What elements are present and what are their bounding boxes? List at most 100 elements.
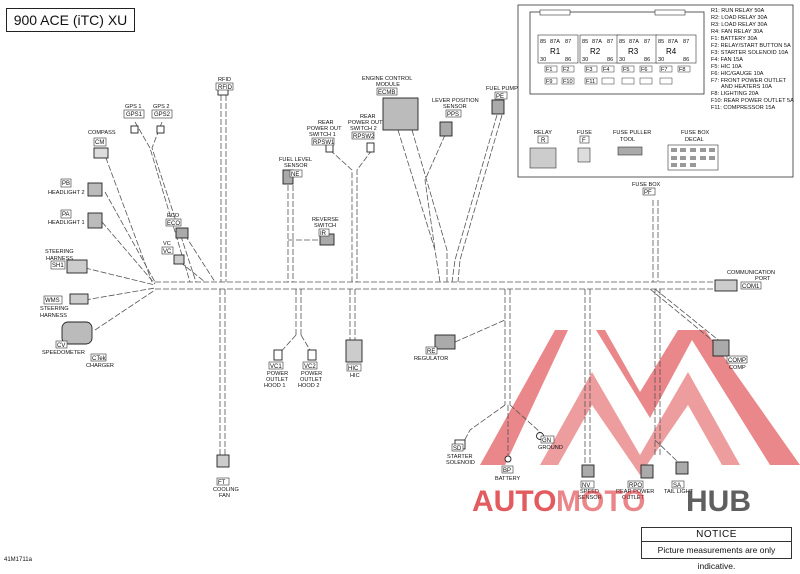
relay-r3: 85 87A 87 R3 30 86 xyxy=(616,34,658,64)
rpsw1-label1: REAR xyxy=(318,120,334,126)
svg-text:87: 87 xyxy=(644,39,650,45)
ground-code: GN xyxy=(542,438,551,444)
svg-text:R1: R1 xyxy=(550,47,561,56)
rpsw2-code: RPSW2 xyxy=(353,134,375,140)
svg-text:87A: 87A xyxy=(629,39,639,45)
svg-text:F6: F6 xyxy=(641,67,648,73)
svg-text:86: 86 xyxy=(644,57,650,63)
watermark-text: AUTO MOTO HUB xyxy=(472,485,751,518)
svg-text:30: 30 xyxy=(658,57,664,63)
svg-text:AND HEATERS 10A: AND HEATERS 10A xyxy=(721,84,772,90)
svg-text:F1: F1 xyxy=(546,67,553,73)
fuelpump-label: FUEL PUMP xyxy=(486,86,518,92)
gps2-connector-icon xyxy=(156,125,165,134)
steering2-connector-icon xyxy=(69,293,89,305)
battery-code: BP xyxy=(503,468,511,474)
speedsensor-label1: SPEED xyxy=(580,489,599,495)
fuse-puller-label2: TOOL xyxy=(620,137,635,143)
steering1-label1: STEERING xyxy=(45,249,74,255)
gps2-code: GPS2 xyxy=(154,112,171,118)
hic-code: HIC xyxy=(348,366,359,372)
notice-heading: NOTICE xyxy=(642,528,791,542)
svg-text:86: 86 xyxy=(607,57,613,63)
taillight-label: TAIL LIGHT xyxy=(664,489,694,495)
fuse-puller-icon xyxy=(617,146,643,156)
relay-r4: 85 87A 87 R4 30 86 xyxy=(655,34,697,64)
vc2-label3: HOOD 2 xyxy=(298,383,319,389)
svg-text:F8: LIGHTING 20A: F8: LIGHTING 20A xyxy=(711,91,759,97)
steering2-label2: HARNESS xyxy=(40,313,67,319)
svg-text:87: 87 xyxy=(683,39,689,45)
ecm-code: ECMB xyxy=(378,90,395,96)
comport-code: COM1 xyxy=(742,284,760,290)
fuse-box-panel: 85 87A 87 R1 30 86 85 87A 87 R2 30 86 85… xyxy=(517,4,794,178)
component-labels: RFID RFID GPS 1 GPS1 GPS 2 GPS2 COMPASS … xyxy=(40,76,775,501)
reverse-label1: REVERSE xyxy=(312,217,339,223)
svg-text:F1: BATTERY 30A: F1: BATTERY 30A xyxy=(711,36,758,42)
svg-text:R4: R4 xyxy=(666,47,677,56)
svg-text:F10: REAR POWER OUTLET 5A: F10: REAR POWER OUTLET 5A xyxy=(711,98,794,104)
svg-text:87: 87 xyxy=(607,39,613,45)
rpsw1-code: RPSW1 xyxy=(313,140,335,146)
svg-text:86: 86 xyxy=(565,57,571,63)
headlight2-connector-icon xyxy=(87,182,103,197)
svg-text:30: 30 xyxy=(619,57,625,63)
rpsw2-label1: REAR xyxy=(360,114,376,120)
svg-text:F11: COMPRESSOR 15A: F11: COMPRESSOR 15A xyxy=(711,105,776,111)
vc1-label2: OUTLET xyxy=(266,377,289,383)
svg-text:F7: FRONT POWER OUTLET: F7: FRONT POWER OUTLET xyxy=(711,78,787,84)
headlight2-label: HEADLIGHT 2 xyxy=(48,190,85,196)
regulator-connector-icon xyxy=(434,334,456,350)
pps-label2: SENSOR xyxy=(443,104,467,110)
vc1-connector-icon xyxy=(273,349,283,361)
reverse-code: IR xyxy=(320,231,327,237)
svg-text:R4: FAN RELAY 30A: R4: FAN RELAY 30A xyxy=(711,29,763,35)
svg-text:85: 85 xyxy=(658,39,664,45)
svg-text:F4: F4 xyxy=(603,67,610,73)
eco-code: ECO xyxy=(167,221,180,227)
fusebox-code: PF xyxy=(644,190,652,196)
hic-label: HIC xyxy=(350,373,360,379)
regulator-code: RE xyxy=(427,349,435,355)
rearpower-label1: REAR POWER xyxy=(616,489,654,495)
relay-part-icon xyxy=(529,147,557,169)
svg-text:F4: FAN 15A: F4: FAN 15A xyxy=(711,57,743,63)
speedsensor-label2: SENSOR xyxy=(578,495,602,501)
svg-text:F5: F5 xyxy=(623,67,630,73)
vc2-code: VC2 xyxy=(304,364,316,370)
charger-label: CHARGER xyxy=(86,363,114,369)
steering2-label1: STEERING xyxy=(40,306,69,312)
rpsw1-label2: POWER OUT xyxy=(307,126,342,132)
hic-connector-icon xyxy=(345,339,363,363)
gps1-code: GPS1 xyxy=(126,112,143,118)
comport-label1: COMMUNICATION xyxy=(727,270,775,276)
relay-r1: 85 87A 87 R1 30 86 xyxy=(537,34,579,64)
coolingfan-label1: COOLING xyxy=(213,487,239,493)
svg-text:87A: 87A xyxy=(592,39,602,45)
taillight-code: SA xyxy=(673,483,681,489)
comport-connector-icon xyxy=(714,279,738,292)
pps-code: PPS xyxy=(447,112,459,118)
ecm-label1: ENGINE CONTROL xyxy=(362,76,412,82)
notice-box: NOTICE Picture measurements are only ind… xyxy=(641,527,792,571)
starter-code: SD xyxy=(453,446,462,452)
vc2-label1: POWER xyxy=(301,371,322,377)
rpsw1-label3: SWITCH 1 xyxy=(309,132,336,138)
fuelsensor-code: NE xyxy=(291,172,299,178)
fuse-part-icon xyxy=(577,147,591,163)
fuse-slot-labels: F1 F2 F3 F4 F5 F6 F7 F8 F9 F10 F11 xyxy=(546,67,686,85)
svg-text:87A: 87A xyxy=(550,39,560,45)
svg-text:87A: 87A xyxy=(668,39,678,45)
speedsensor-connector-icon xyxy=(581,464,595,478)
comp-connector-icon xyxy=(712,339,730,357)
relay-part-label: RELAY xyxy=(534,130,552,136)
fuse-decal-label: FUSE BOX xyxy=(681,130,710,136)
svg-text:F8: F8 xyxy=(679,67,686,73)
fuelsensor-label2: SENSOR xyxy=(284,163,308,169)
svg-text:F5: HIC 10A: F5: HIC 10A xyxy=(711,64,742,70)
compass-label: COMPASS xyxy=(88,130,116,136)
steering1-connector-icon xyxy=(66,259,88,274)
ground-label: GROUND xyxy=(538,445,563,451)
eco-label: ECO xyxy=(167,213,180,219)
